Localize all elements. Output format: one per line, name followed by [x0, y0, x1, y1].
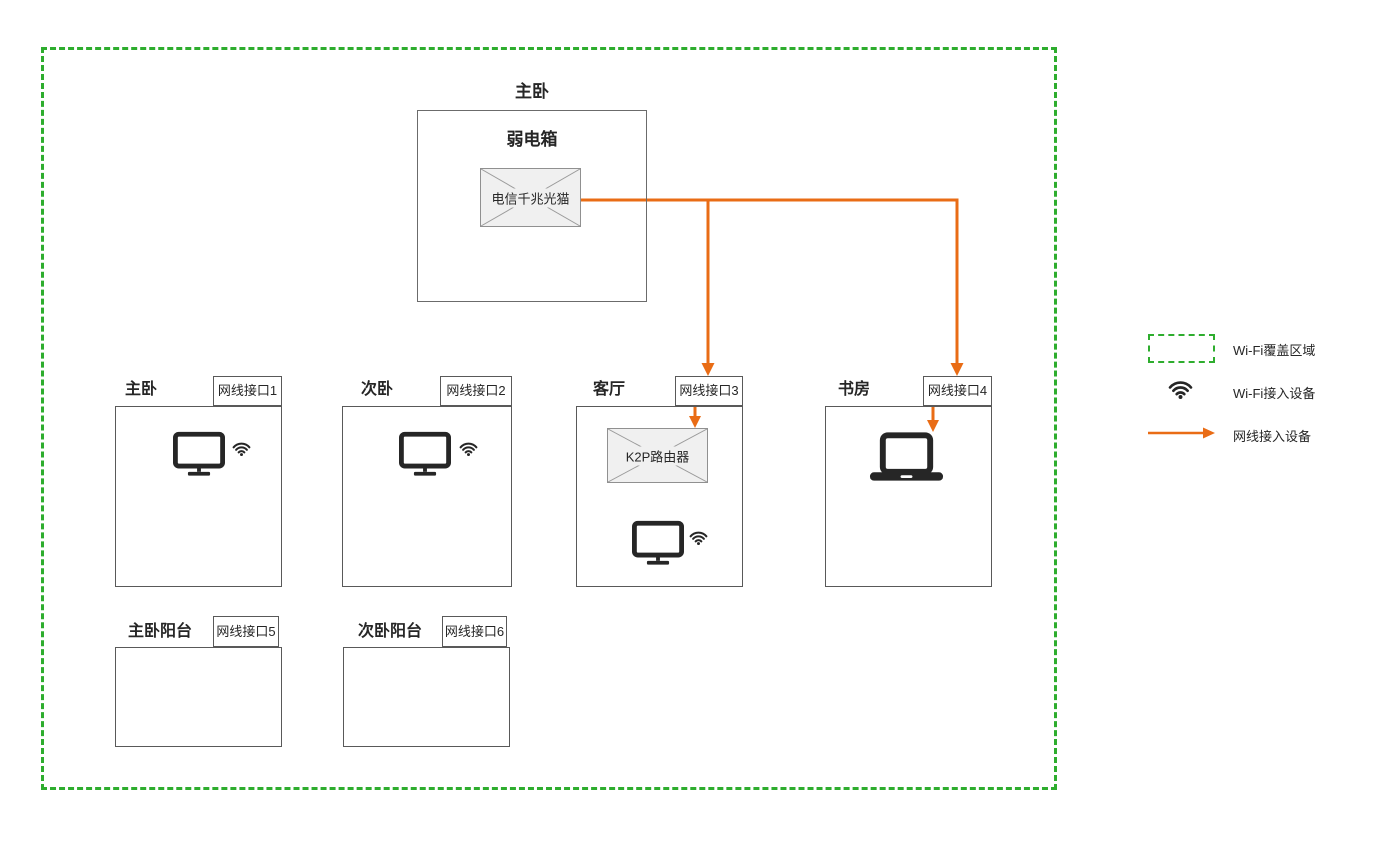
legend-wifi-coverage-swatch [1148, 334, 1215, 363]
legend-label-wifi-device: Wi-Fi接入设备 [1233, 386, 1316, 401]
cabinet-label: 弱电箱 [506, 130, 558, 149]
room-name-master-balcony: 主卧阳台 [128, 623, 193, 640]
room-rect-second-balcony [343, 647, 510, 747]
router-box: K2P路由器 [607, 428, 708, 483]
room-name-master-bedroom: 主卧 [125, 381, 158, 398]
legend-label-ethernet-device: 网线接入设备 [1233, 429, 1312, 444]
port-box-6: 网线接口6 [442, 616, 507, 647]
port-box-4: 网线接口4 [923, 376, 992, 406]
room-name-study: 书房 [838, 381, 871, 398]
modem-box: 电信千兆光猫 [480, 168, 581, 227]
room-rect-second-bedroom [342, 406, 512, 587]
top-room-title: 主卧 [515, 82, 549, 101]
port-box-3: 网线接口3 [675, 376, 743, 406]
arrow-right-icon [1203, 427, 1215, 439]
legend-label-coverage: Wi-Fi覆盖区域 [1233, 343, 1316, 358]
router-label: K2P路由器 [622, 446, 693, 465]
room-rect-living-room [576, 406, 743, 587]
room-rect-master-bedroom [115, 406, 282, 587]
weak-current-cabinet: 弱电箱 [417, 110, 647, 302]
wifi-icon [459, 442, 478, 456]
modem-label: 电信千兆光猫 [488, 188, 573, 207]
port-box-1: 网线接口1 [213, 376, 282, 406]
wifi-coverage-boundary [41, 47, 1057, 790]
monitor-icon [632, 520, 684, 565]
monitor-icon [173, 431, 225, 476]
room-rect-study [825, 406, 992, 587]
port-box-2: 网线接口2 [440, 376, 512, 406]
wifi-icon [232, 442, 251, 456]
room-name-second-balcony: 次卧阳台 [358, 623, 423, 640]
room-name-second-bedroom: 次卧 [361, 381, 394, 398]
port-box-5: 网线接口5 [213, 616, 279, 647]
wifi-icon [1168, 381, 1193, 399]
room-rect-master-balcony [115, 647, 282, 747]
room-name-living-room: 客厅 [593, 381, 626, 398]
monitor-icon [399, 431, 451, 476]
laptop-icon [869, 432, 944, 481]
wifi-icon [689, 531, 708, 545]
